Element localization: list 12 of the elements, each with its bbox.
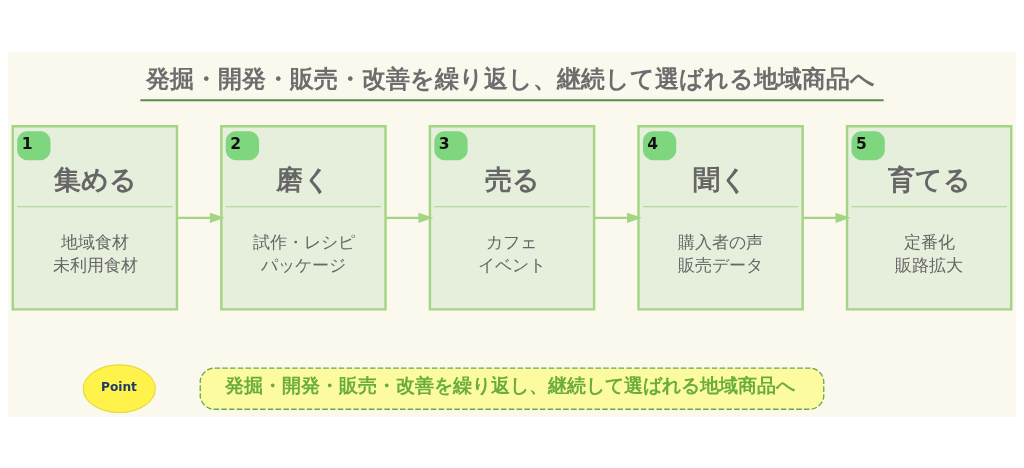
node-box: 1 集める 地域食材 未利用食材 — [11, 124, 179, 311]
node-box: 発掘・開発・販売・改善を繰り返し、継続して選ばれる地域商品へ — [199, 367, 825, 410]
node-ellipse: Point — [82, 363, 156, 413]
arrow — [802, 212, 851, 223]
arrow — [594, 212, 642, 223]
arrow — [177, 212, 225, 223]
arrow — [385, 212, 434, 223]
node-box: 2 磨く 試作・レシピ パッケージ — [220, 124, 387, 311]
node-box: 3 売る カフェ イベント — [428, 124, 596, 311]
node-box: 4 聞く 購入者の声 販売データ — [637, 124, 804, 311]
node-box: 5 育てる 定番化 販路拡大 — [845, 124, 1013, 311]
diagram-title: 発掘・開発・販売・改善を繰り返し、継続して選ばれる地域商品へ — [145, 63, 875, 92]
